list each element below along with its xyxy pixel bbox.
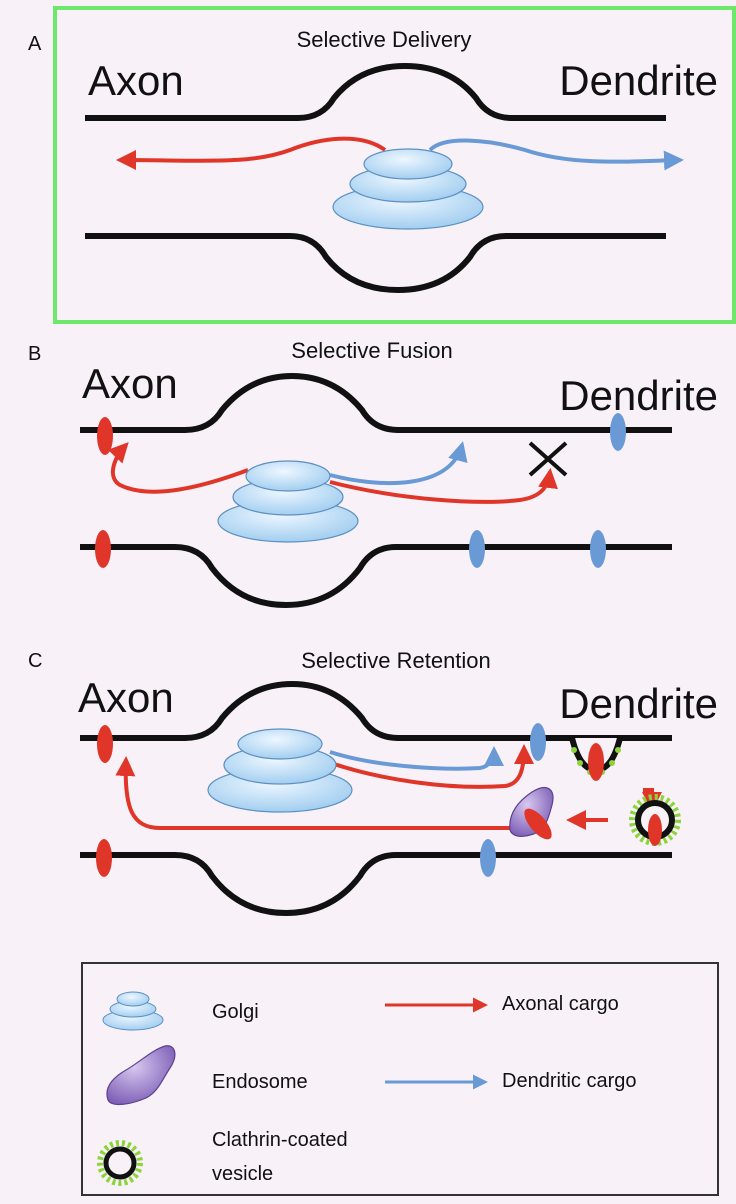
panel-b-blocked-fusion-mark (528, 441, 568, 477)
legend-axonal-label: Axonal cargo (502, 993, 619, 1015)
panel-a: A Selective Delivery Axon Dendrite (28, 6, 736, 324)
panel-c-axonal-protein (96, 839, 112, 877)
legend-vesicle-label-line1: Clathrin-coated (212, 1129, 348, 1151)
legend: Golgi Endosome Clathrin-coated vesicle A… (81, 962, 719, 1196)
panel-a-dendrite-label: Dendrite (559, 57, 718, 104)
panel-b-dendrite-label: Dendrite (559, 372, 718, 419)
panel-b-title: Selective Fusion (291, 338, 452, 363)
clathrin-vesicle-icon (97, 1140, 143, 1186)
panel-a-title: Selective Delivery (297, 27, 472, 52)
panel-c-golgi (207, 728, 353, 813)
panel-b-dendritic-protein (469, 530, 485, 568)
panel-c-dendritic-protein (480, 839, 496, 877)
panel-c-axonal-cargo-arrow (327, 744, 534, 789)
panel-a-axonal-cargo-arrow (116, 136, 387, 171)
panel-c-axonal-protein (97, 725, 113, 763)
panel-b-dendritic-protein (610, 413, 626, 451)
panel-b-axonal-cargo-arrow (107, 442, 249, 494)
panel-c-dendritic-protein (530, 723, 546, 761)
panel-a-dendritic-cargo-arrow (428, 138, 684, 171)
legend-endosome-label: Endosome (212, 1071, 308, 1093)
legend-dendritic-label: Dendritic cargo (502, 1070, 637, 1092)
panel-b-axonal-protein (95, 530, 111, 568)
panel-c-dendrite-label: Dendrite (559, 680, 718, 727)
panel-a-top-membrane (85, 62, 666, 121)
legend-box (81, 962, 719, 1196)
panel-b-bottom-membrane (80, 544, 672, 609)
panel-c: C Selective Retention Axon Dendrite (28, 648, 718, 917)
panel-a-bottom-membrane (85, 233, 666, 294)
panel-b-blocked-axonal-arrow (329, 468, 558, 504)
panel-a-golgi (332, 148, 484, 230)
panel-b-letter: B (28, 343, 41, 365)
panel-c-axon-label: Axon (78, 674, 174, 721)
legend-vesicle-label-line2: vesicle (212, 1163, 273, 1185)
panel-b-axon-label: Axon (82, 360, 178, 407)
panel-b-top-membrane (80, 372, 672, 433)
panel-c-transcytosis-arrow (115, 756, 515, 830)
panel-c-clathrin-coated-vesicle (629, 794, 681, 846)
panel-c-bottom-membrane (80, 852, 672, 917)
panel-c-letter: C (28, 650, 42, 672)
panel-c-endosome-axonal-protein (524, 808, 552, 840)
endosome-icon (106, 1045, 176, 1106)
panel-b-golgi (217, 460, 359, 543)
panel-b-dendritic-protein (590, 530, 606, 568)
panel-b-axonal-protein (97, 417, 113, 455)
panel-c-endocytosed-axonal-protein (588, 743, 604, 781)
legend-golgi-icon (102, 991, 164, 1031)
panel-a-axon-label: Axon (88, 57, 184, 104)
panel-a-highlight-border (53, 6, 736, 324)
panel-b: B Selective Fusion Axon Dendrite (28, 338, 718, 609)
legend-golgi-label: Golgi (212, 1001, 259, 1023)
panel-a-letter: A (28, 33, 42, 55)
panel-c-dendritic-cargo-arrow (329, 746, 504, 771)
panel-c-title: Selective Retention (301, 648, 491, 673)
panel-b-dendritic-cargo-arrow (329, 441, 468, 486)
